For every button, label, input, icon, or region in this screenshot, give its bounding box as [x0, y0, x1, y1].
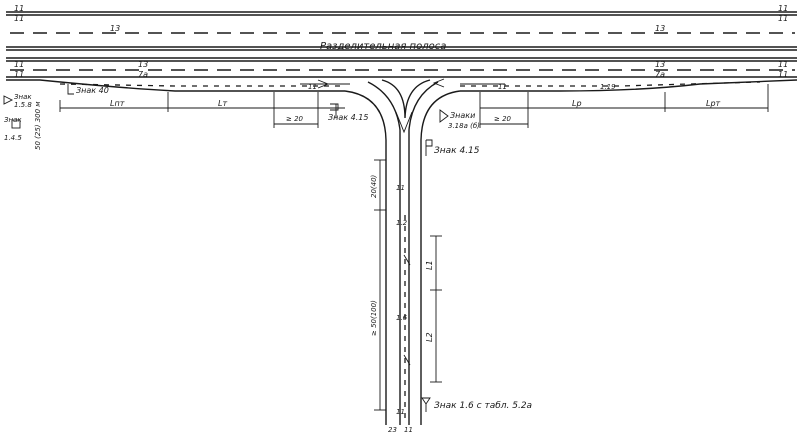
dimension-lpt: Lпт	[110, 99, 125, 108]
dimensions: Lпт Lт ≥ 20 Lр Lрт ≥ 20 20(40) ≥ 50(100)…	[59, 84, 769, 411]
marking-11: 11	[14, 4, 24, 13]
marking-11: 11	[778, 4, 788, 13]
marking-11: 11	[396, 184, 405, 192]
sign-label: 1.4.5	[4, 134, 22, 142]
marking-1-6: 1.6	[396, 314, 408, 322]
dimension-l1: L1	[425, 260, 434, 270]
dimension-lp: Lр	[572, 99, 582, 108]
marking-11: 11	[14, 60, 24, 69]
highway	[6, 11, 798, 92]
signs: Знак 1.5.8 Знак 1.4.5 50 (25) 300 м Знак…	[3, 84, 532, 412]
dimension-ge20: ≥ 20	[286, 115, 304, 123]
marking-1-19: 1.19	[600, 83, 616, 91]
marking-1-2: 1.2	[396, 219, 408, 227]
sign-post-icon	[330, 103, 339, 118]
marking-13: 13	[655, 24, 665, 33]
sign-square-icon	[11, 119, 21, 129]
sign-4-15-label: Знак 4.15	[328, 113, 368, 122]
sign-40-label: Знак 40	[76, 86, 109, 95]
dimension-l2: L2	[425, 332, 434, 342]
sign-1-6-label: Знак 1.6 с табл. 5.2а	[434, 401, 532, 411]
sign-3-18-label: 3.18а (б)	[448, 122, 480, 130]
dimension-lpt: Lрт	[706, 99, 721, 108]
marking-11: 11	[14, 70, 24, 79]
marking-11: 11	[308, 83, 317, 91]
sign-label: Знак	[14, 93, 32, 101]
marking-23: 23	[388, 426, 397, 434]
sign-triangle-icon	[439, 109, 449, 123]
marking-11: 11	[404, 426, 413, 434]
dimension-ge20: ≥ 20	[494, 115, 512, 123]
marking-11: 11	[778, 70, 788, 79]
marking-11: 11	[778, 14, 788, 23]
marking-13: 13	[138, 60, 148, 69]
marking-11: 11	[14, 14, 24, 23]
road-markings: 11 11 13 13 11 11 Разделительная полоса …	[14, 4, 788, 434]
sign-label: 1.5.8	[14, 101, 32, 109]
side-road	[317, 78, 461, 425]
dimension-lt: Lт	[218, 99, 227, 108]
median-label: Разделительная полоса	[320, 41, 446, 52]
marking-7a: 7а	[138, 70, 148, 79]
marking-13: 13	[655, 60, 665, 69]
sign-post-icon	[67, 84, 74, 95]
sign-3-18-label: Знаки	[450, 111, 475, 120]
sign-4-15-label: Знак 4.15	[434, 146, 480, 156]
marking-11: 11	[778, 60, 788, 69]
dimension-20-40: 20(40)	[370, 174, 378, 198]
dimension-50-100: ≥ 50(100)	[370, 300, 378, 336]
marking-13: 13	[110, 24, 120, 33]
marking-7a: 7а	[655, 70, 665, 79]
marking-11: 11	[396, 408, 405, 416]
marking-11: 11	[498, 83, 507, 91]
sign-triangle-icon	[3, 95, 14, 105]
sign-triangle-icon	[421, 397, 431, 412]
sign-post-icon	[425, 139, 433, 156]
sign-label: Знак	[4, 116, 22, 124]
distance-label: 50 (25) 300 м	[34, 101, 42, 150]
